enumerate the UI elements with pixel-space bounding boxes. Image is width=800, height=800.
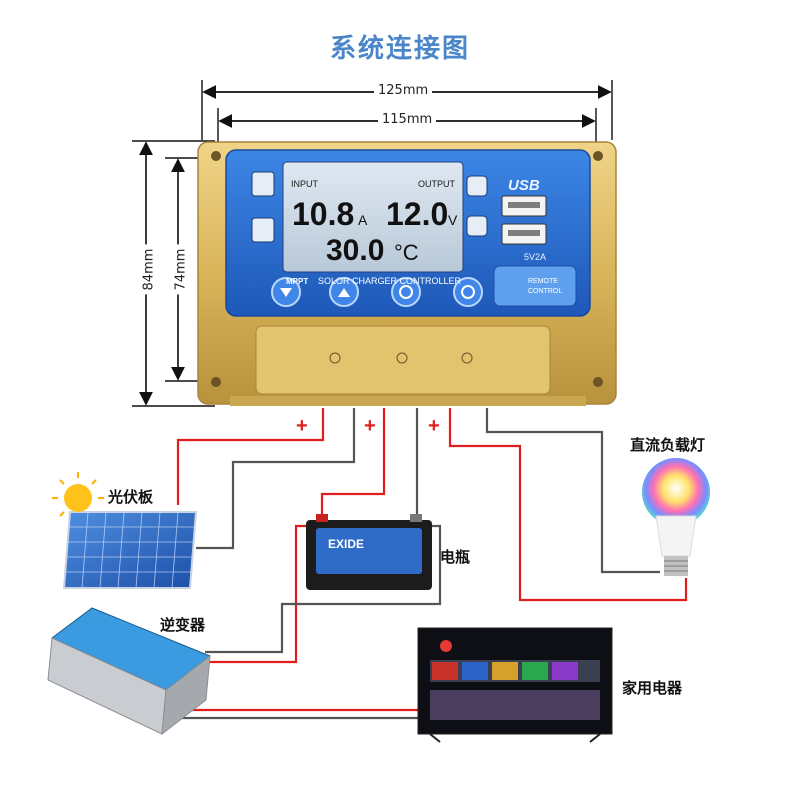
lcd-readouts: INPUT OUTPUT 10.8 A 12.0 V 30.0 °C MPPT … [286,177,562,551]
output-label: OUTPUT [418,179,456,189]
settings-icon [251,217,275,243]
inverter-negative-wire [205,524,442,654]
inverter [47,607,211,736]
down-arrow-icon [280,288,292,297]
diagram-title: 系统连接图 [329,34,470,64]
current-unit: A [358,212,368,228]
outer-height-label: 84mm [141,244,157,295]
battery-positive-wire [320,408,386,520]
mount-hole [593,151,603,161]
solar-panel-label: 光伏板 [108,488,154,506]
solar-positive-mark: + [296,415,308,437]
outer-width-label: 125mm [374,83,433,98]
set-button[interactable] [391,277,421,307]
usb-label: USB [508,177,540,194]
television [417,627,613,743]
load-terminal-icon [461,352,473,364]
load-lamp-label: 直流负载灯 [630,436,706,454]
polarity-marks: + + + [296,415,440,437]
input-label: INPUT [291,179,319,189]
youtube-icon [440,640,452,652]
inner-height-label: 74mm [173,244,189,295]
battery-label: 电瓶 [440,548,471,566]
wiring [176,408,688,720]
app-icon [251,171,275,197]
load-negative-wire [485,408,660,574]
product-name: SOLOR CHARGER CONTROLLER [318,276,462,286]
mount-hole [211,377,221,387]
battery-brand: EXIDE [328,537,364,551]
remote-control-badge [493,265,577,307]
mount-hole [593,377,603,387]
battery [306,514,432,590]
battery-terminal-icon [396,352,408,364]
lcd-screen [282,161,464,273]
solar-panel [52,472,198,589]
gear-icon [399,285,413,299]
inner-width-label: 115mm [378,112,437,127]
ok-button[interactable] [453,277,483,307]
terminal-cover [255,325,551,395]
temperature-unit: °C [394,240,419,265]
mount-hole [211,151,221,161]
bluetooth-icon [466,175,488,197]
control-label: CONTROL [528,288,562,295]
solar-charge-controller [197,141,617,406]
solar-terminal-icon [329,352,341,364]
appliances-label: 家用电器 [622,679,683,697]
inverter-label: 逆变器 [160,616,206,634]
battery-positive-mark: + [364,415,376,437]
solar-negative-wire [196,408,356,550]
power-icon [461,285,475,299]
temperature-value: 30.0 [326,234,384,267]
solar-positive-wire [176,408,325,505]
load-positive-mark: + [428,415,440,437]
current-value: 10.8 [292,196,354,232]
up-arrow-icon [338,288,350,297]
usb-output-rating: 5V2A [524,252,546,262]
mppt-badge: MPPT [286,277,308,286]
voltage-value: 12.0 [386,196,448,232]
wifi-icon [466,215,488,237]
remote-label: REMOTE [528,278,558,285]
load-positive-wire [448,408,688,602]
inverter-positive-wire [200,524,306,664]
led-bulb [642,458,710,576]
content-row [430,690,600,720]
voltage-unit: V [448,212,458,228]
sun-icon [64,484,92,512]
